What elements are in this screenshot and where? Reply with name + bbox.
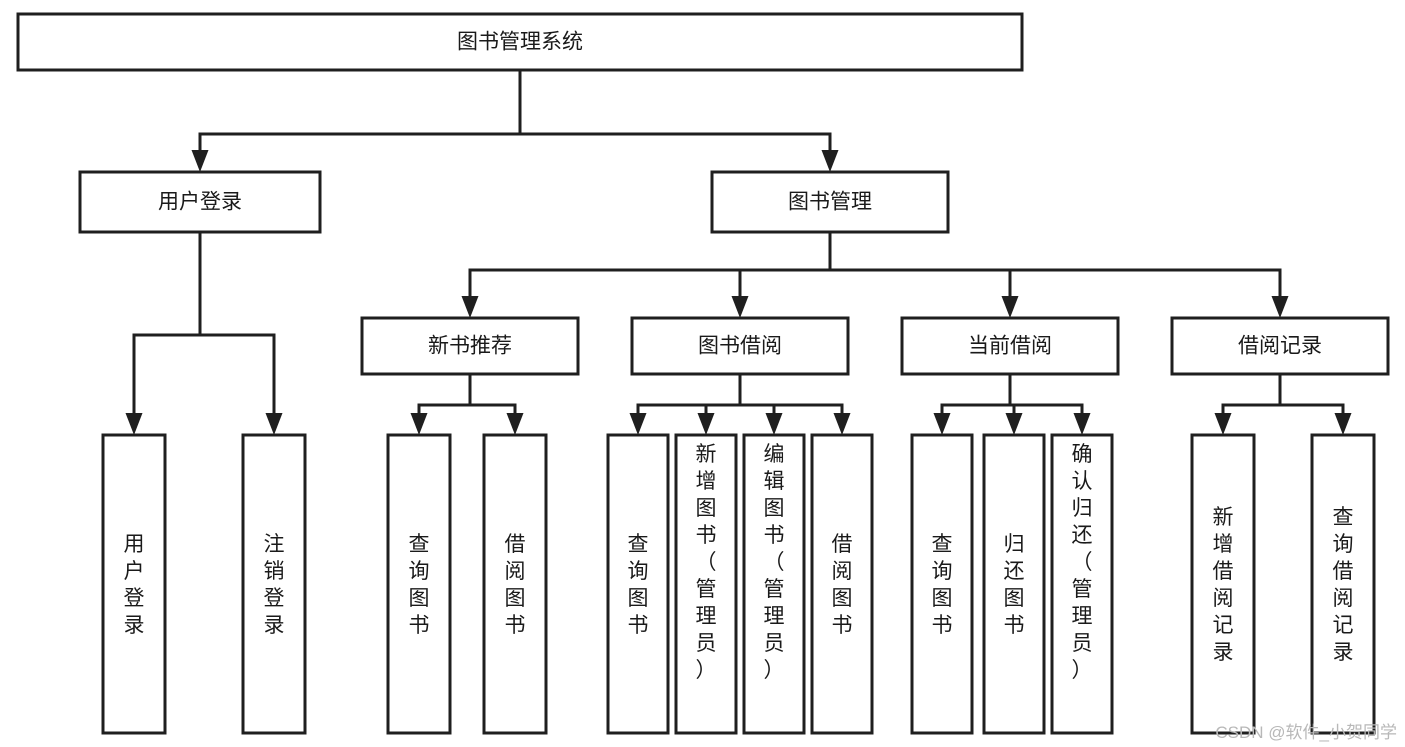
node-box-new-book-rec <box>360 316 580 376</box>
node-leaf-borrow-book-1[interactable]: 借阅图书 <box>482 433 548 735</box>
node-leaf-query-record[interactable]: 查询借阅记录 <box>1310 433 1376 735</box>
arrow-head-leaf-query-book-2 <box>629 413 647 435</box>
node-label-root: 图书管理系统 <box>457 31 583 54</box>
node-leaf-borrow-book-2[interactable]: 借阅图书 <box>810 433 874 735</box>
node-label-leaf-edit-book: 编辑图书（管理员） <box>764 443 785 682</box>
arrow-head-leaf-add-book <box>697 413 715 435</box>
node-label-book-manage: 图书管理 <box>788 191 872 214</box>
node-box-leaf-return-book <box>982 433 1046 735</box>
watermark-label: CSDN @软件_小贺同学 <box>1215 723 1397 742</box>
node-box-leaf-borrow-book-2 <box>810 433 874 735</box>
node-label-leaf-query-book-3: 查询图书 <box>932 533 953 637</box>
node-label-leaf-query-book-2: 查询图书 <box>628 533 649 637</box>
arrow-head-leaf-query-book-3 <box>933 413 951 435</box>
node-box-leaf-logout <box>241 433 307 735</box>
arrow-head-user-login <box>191 150 209 172</box>
node-label-borrow-record: 借阅记录 <box>1238 335 1322 358</box>
node-leaf-query-book-2[interactable]: 查询图书 <box>606 433 670 735</box>
node-current-borrow[interactable]: 当前借阅 <box>900 316 1120 376</box>
arrow-head-leaf-user-login <box>125 413 143 435</box>
node-label-leaf-add-record: 新增借阅记录 <box>1213 506 1234 664</box>
node-leaf-query-book-1[interactable]: 查询图书 <box>386 433 452 735</box>
node-label-leaf-logout: 注销登录 <box>264 533 285 637</box>
node-label-user-login: 用户登录 <box>158 191 242 214</box>
node-box-root <box>16 12 1024 72</box>
node-leaf-edit-book[interactable]: 编辑图书（管理员） <box>742 433 806 735</box>
arrow-head-leaf-query-book-1 <box>410 413 428 435</box>
node-user-login[interactable]: 用户登录 <box>78 170 322 234</box>
node-box-leaf-confirm-return <box>1050 433 1114 735</box>
node-label-leaf-query-record: 查询借阅记录 <box>1333 506 1354 664</box>
node-box-book-borrow <box>630 316 850 376</box>
node-box-leaf-query-book-2 <box>606 433 670 735</box>
node-box-leaf-query-book-3 <box>910 433 974 735</box>
node-label-leaf-add-book: 新增图书（管理员） <box>696 443 717 682</box>
node-box-leaf-add-record <box>1190 433 1256 735</box>
node-label-leaf-query-book-1: 查询图书 <box>409 533 430 637</box>
node-box-leaf-query-record <box>1310 433 1376 735</box>
node-new-book-rec[interactable]: 新书推荐 <box>360 316 580 376</box>
arrow-head-leaf-borrow-book-2 <box>833 413 851 435</box>
arrow-head-leaf-logout <box>265 413 283 435</box>
node-book-borrow[interactable]: 图书借阅 <box>630 316 850 376</box>
arrow-head-leaf-query-record <box>1334 413 1352 435</box>
arrow-head-borrow-record <box>1271 296 1289 318</box>
node-label-current-borrow: 当前借阅 <box>968 335 1052 358</box>
node-label-leaf-confirm-return: 确认归还（管理员） <box>1072 443 1093 682</box>
node-label-leaf-borrow-book-1: 借阅图书 <box>505 533 526 637</box>
arrow-head-leaf-confirm-return <box>1073 413 1091 435</box>
node-label-book-borrow: 图书借阅 <box>698 335 782 358</box>
node-box-leaf-borrow-book-1 <box>482 433 548 735</box>
node-leaf-add-book[interactable]: 新增图书（管理员） <box>674 433 738 735</box>
arrow-head-leaf-edit-book <box>765 413 783 435</box>
node-label-new-book-rec: 新书推荐 <box>428 335 512 358</box>
node-box-current-borrow <box>900 316 1120 376</box>
node-borrow-record[interactable]: 借阅记录 <box>1170 316 1390 376</box>
arrow-head-leaf-add-record <box>1214 413 1232 435</box>
node-leaf-logout[interactable]: 注销登录 <box>241 433 307 735</box>
node-leaf-return-book[interactable]: 归还图书 <box>982 433 1046 735</box>
node-leaf-query-book-3[interactable]: 查询图书 <box>910 433 974 735</box>
arrow-head-book-manage <box>821 150 839 172</box>
node-root[interactable]: 图书管理系统 <box>16 12 1024 72</box>
connector-layer <box>125 68 1352 435</box>
node-box-leaf-edit-book <box>742 433 806 735</box>
node-box-leaf-user-login <box>101 433 167 735</box>
node-box-book-manage <box>710 170 950 234</box>
node-layer: 图书管理系统用户登录图书管理新书推荐图书借阅当前借阅借阅记录用户登录注销登录查询… <box>16 12 1390 735</box>
arrow-head-current-borrow <box>1001 296 1019 318</box>
node-book-manage[interactable]: 图书管理 <box>710 170 950 234</box>
node-box-leaf-add-book <box>674 433 738 735</box>
node-leaf-user-login[interactable]: 用户登录 <box>101 433 167 735</box>
node-box-leaf-query-book-1 <box>386 433 452 735</box>
node-label-leaf-borrow-book-2: 借阅图书 <box>832 533 853 637</box>
arrow-head-leaf-return-book <box>1005 413 1023 435</box>
arrow-head-new-book-rec <box>461 296 479 318</box>
arrow-head-leaf-borrow-book-1 <box>506 413 524 435</box>
node-box-borrow-record <box>1170 316 1390 376</box>
node-leaf-add-record[interactable]: 新增借阅记录 <box>1190 433 1256 735</box>
node-leaf-confirm-return[interactable]: 确认归还（管理员） <box>1050 433 1114 735</box>
arrow-head-book-borrow <box>731 296 749 318</box>
node-box-user-login <box>78 170 322 234</box>
node-label-leaf-return-book: 归还图书 <box>1004 533 1025 637</box>
node-label-leaf-user-login: 用户登录 <box>124 533 145 637</box>
